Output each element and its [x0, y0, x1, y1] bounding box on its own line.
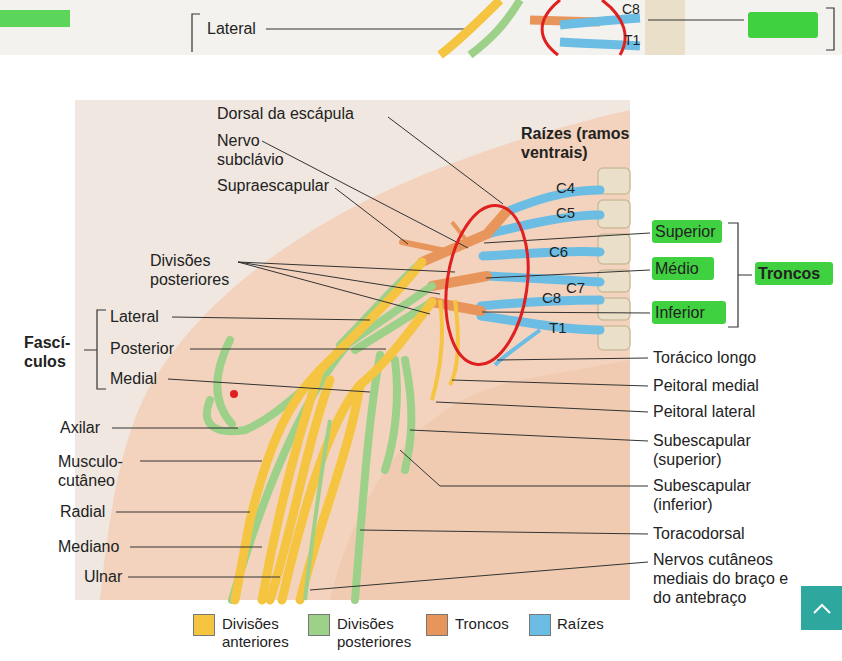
part-label: C8: [622, 1, 640, 18]
part-label: Fascí- culos: [24, 333, 76, 371]
legend-text: Divisões anteriores: [222, 615, 312, 651]
part-label: Subescapular (superior): [653, 431, 778, 469]
part-label: Torácico longo: [653, 348, 756, 367]
part-label: Subescapular (inferior): [653, 476, 778, 514]
legend-swatch: [308, 614, 330, 636]
legend-text: Raízes: [557, 615, 604, 633]
part-label: Musculo- cutâneo: [58, 452, 138, 490]
part-label: C7: [566, 279, 585, 297]
part-label: Axilar: [60, 418, 100, 437]
part-label: C6: [549, 243, 568, 261]
part-label: Lateral: [110, 307, 159, 326]
part-label: Supraescapular: [217, 176, 329, 195]
legend-text: Divisões posteriores: [337, 615, 432, 651]
part-label: Médio: [655, 259, 699, 278]
part-label: Toracodorsal: [653, 524, 745, 543]
part-label: Dorsal da escápula: [217, 104, 354, 123]
legend-swatch: [529, 614, 551, 636]
part-label: C4: [556, 179, 575, 197]
legend-swatch: [426, 614, 448, 636]
part-label: Mediano: [58, 537, 119, 556]
part-label: Lateral: [207, 19, 256, 38]
legend-text: Troncos: [455, 615, 509, 633]
part-label: Raízes (ramos ventrais): [521, 124, 651, 162]
part-label: C8: [542, 289, 561, 307]
part-label: Medial: [110, 369, 157, 388]
part-label: Troncos: [758, 264, 820, 283]
part-label: Nervos cutâneos mediais do braço e do an…: [653, 550, 803, 608]
part-label: T1: [624, 32, 640, 49]
part-label: Posterior: [110, 339, 174, 358]
part-label: Radial: [60, 502, 105, 521]
part-label: Nervo subclávio: [217, 131, 297, 169]
part-label: Peitoral medial: [653, 376, 759, 395]
legend-swatch: [193, 614, 215, 636]
part-label: Divisões posteriores: [150, 251, 250, 289]
part-label: Ulnar: [84, 567, 122, 586]
part-label: C5: [556, 204, 575, 222]
part-label: T1: [549, 319, 567, 337]
part-label: Inferior: [655, 303, 705, 322]
part-label: Peitoral lateral: [653, 402, 755, 421]
part-label: Superior: [655, 222, 715, 241]
